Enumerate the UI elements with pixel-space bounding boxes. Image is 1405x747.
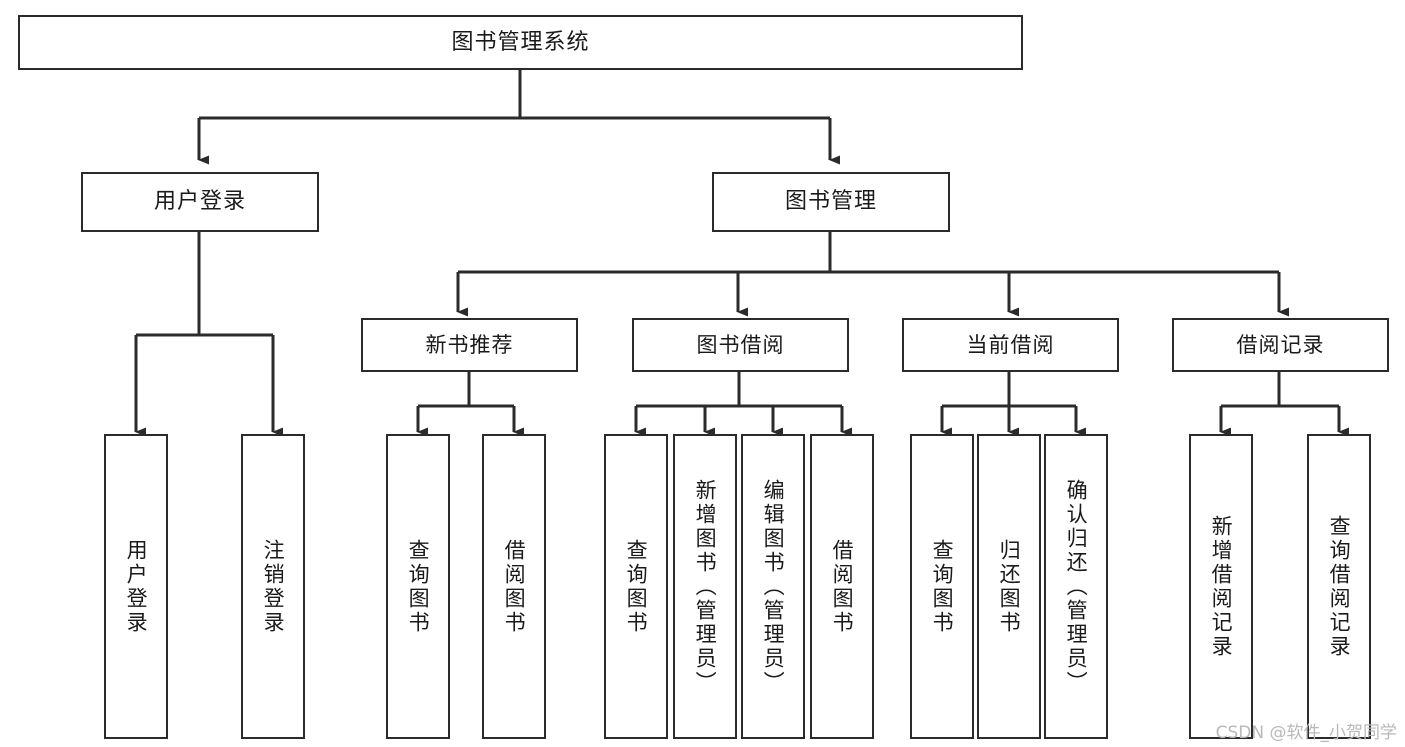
node-leaf-query-book-1[interactable]: 查询图书	[386, 434, 450, 739]
node-new-book-recommend[interactable]: 新书推荐	[361, 318, 578, 372]
node-leaf-confirm-return-label: 确认归还（管理员）	[1064, 478, 1089, 695]
node-user-login[interactable]: 用户登录	[81, 172, 319, 232]
node-leaf-edit-book[interactable]: 编辑图书（管理员）	[741, 434, 805, 739]
watermark: CSDN @软件_小贺同学	[1215, 723, 1397, 743]
node-current-borrow-label: 当前借阅	[966, 332, 1055, 357]
node-leaf-add-book[interactable]: 新增图书（管理员）	[673, 434, 737, 739]
node-leaf-return-book-label: 归还图书	[997, 538, 1022, 635]
node-leaf-confirm-return[interactable]: 确认归还（管理员）	[1044, 434, 1108, 739]
node-leaf-user-logout[interactable]: 注销登录	[241, 434, 305, 739]
node-book-borrow-label: 图书借阅	[696, 332, 785, 357]
node-leaf-return-book[interactable]: 归还图书	[977, 434, 1041, 739]
node-leaf-borrow-book-1[interactable]: 借阅图书	[482, 434, 546, 739]
node-leaf-query-book-3[interactable]: 查询图书	[910, 434, 974, 739]
node-leaf-borrow-book-2-label: 借阅图书	[830, 538, 855, 635]
node-root-label: 图书管理系统	[451, 29, 590, 55]
node-current-borrow[interactable]: 当前借阅	[902, 318, 1119, 372]
node-leaf-query-record[interactable]: 查询借阅记录	[1307, 434, 1371, 739]
node-leaf-user-login-label: 用户登录	[124, 538, 149, 635]
node-leaf-query-book-1-label: 查询图书	[406, 538, 431, 635]
node-borrow-record-label: 借阅记录	[1236, 332, 1325, 357]
node-leaf-query-record-label: 查询借阅记录	[1327, 514, 1352, 659]
node-leaf-borrow-book-1-label: 借阅图书	[502, 538, 527, 635]
node-leaf-query-book-2[interactable]: 查询图书	[604, 434, 668, 739]
node-root[interactable]: 图书管理系统	[18, 15, 1023, 70]
node-book-management[interactable]: 图书管理	[712, 172, 950, 232]
node-book-borrow[interactable]: 图书借阅	[632, 318, 849, 372]
node-leaf-add-book-label: 新增图书（管理员）	[693, 478, 718, 695]
node-leaf-add-record-label: 新增借阅记录	[1209, 514, 1234, 659]
node-book-management-label: 图书管理	[784, 189, 877, 215]
node-leaf-user-login[interactable]: 用户登录	[104, 434, 168, 739]
node-leaf-edit-book-label: 编辑图书（管理员）	[761, 478, 786, 695]
node-leaf-add-record[interactable]: 新增借阅记录	[1189, 434, 1253, 739]
node-leaf-user-logout-label: 注销登录	[261, 538, 286, 635]
node-borrow-record[interactable]: 借阅记录	[1172, 318, 1389, 372]
node-leaf-query-book-3-label: 查询图书	[930, 538, 955, 635]
node-new-book-recommend-label: 新书推荐	[425, 332, 514, 357]
node-leaf-borrow-book-2[interactable]: 借阅图书	[810, 434, 874, 739]
node-leaf-query-book-2-label: 查询图书	[624, 538, 649, 635]
node-user-login-label: 用户登录	[153, 189, 246, 215]
